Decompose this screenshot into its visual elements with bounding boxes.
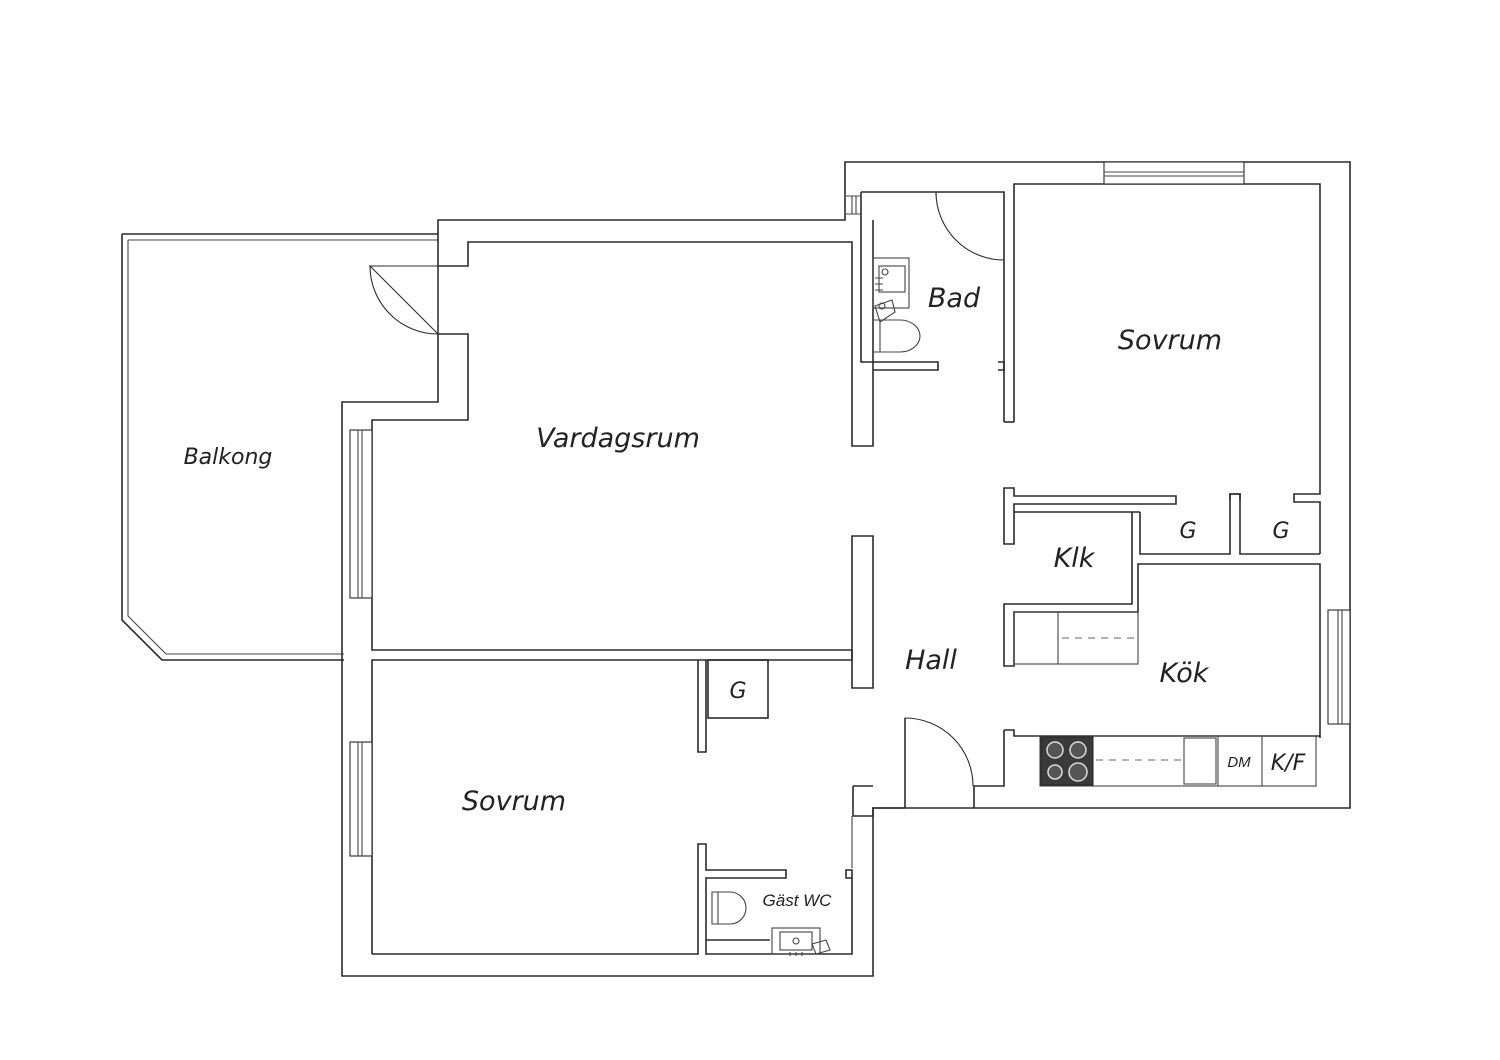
storage-label-g3: G: [729, 679, 746, 704]
room-label-gast-wc: Gäst WC: [763, 891, 833, 910]
closet-g-bedroom: [707, 659, 769, 719]
entrance-door: [852, 717, 974, 817]
room-label-hall: Hall: [905, 645, 957, 676]
room-label-klk: Klk: [1054, 543, 1096, 574]
kitchen-counter-lower: [1039, 735, 1317, 787]
room-label-sovrum-2: Sovrum: [462, 786, 566, 817]
living-room-walls: [371, 220, 874, 689]
kitchen-window: [1327, 609, 1351, 725]
bathroom-shower-valve: [874, 299, 896, 323]
living-room-window: [349, 429, 373, 599]
bedroom-2-window: [349, 741, 373, 857]
bedroom-1-walls: [1004, 183, 1321, 554]
room-label-bad: Bad: [928, 283, 981, 314]
room-label-sovrum-1: Sovrum: [1118, 325, 1222, 356]
kitchen-counter-upper: [1013, 611, 1139, 665]
exterior-walls: [341, 161, 1351, 977]
stove-icon: [1040, 736, 1094, 786]
bathroom-walls: [846, 191, 1005, 422]
room-label-kok: Kök: [1160, 658, 1210, 689]
bathroom-toilet: [873, 319, 921, 353]
storage-label-g1: G: [1179, 519, 1196, 544]
bathroom-sink: [872, 257, 910, 309]
appliance-label-kf: K/F: [1271, 751, 1306, 776]
balcony-door: [368, 265, 439, 335]
appliance-label-dm: DM: [1227, 754, 1251, 771]
guest-wc-walls: [705, 816, 853, 955]
kitchen-walls: [973, 729, 1320, 808]
room-label-balkong: Balkong: [184, 445, 273, 470]
balcony-outline: [121, 233, 438, 661]
guest-wc-toilet: [711, 891, 747, 925]
storage-label-g2: G: [1272, 519, 1289, 544]
guest-wc-sink: [771, 927, 831, 956]
room-label-vardagsrum: Vardagsrum: [536, 423, 700, 454]
bathroom-door: [935, 191, 1005, 261]
bedroom-1-window: [1103, 161, 1245, 185]
